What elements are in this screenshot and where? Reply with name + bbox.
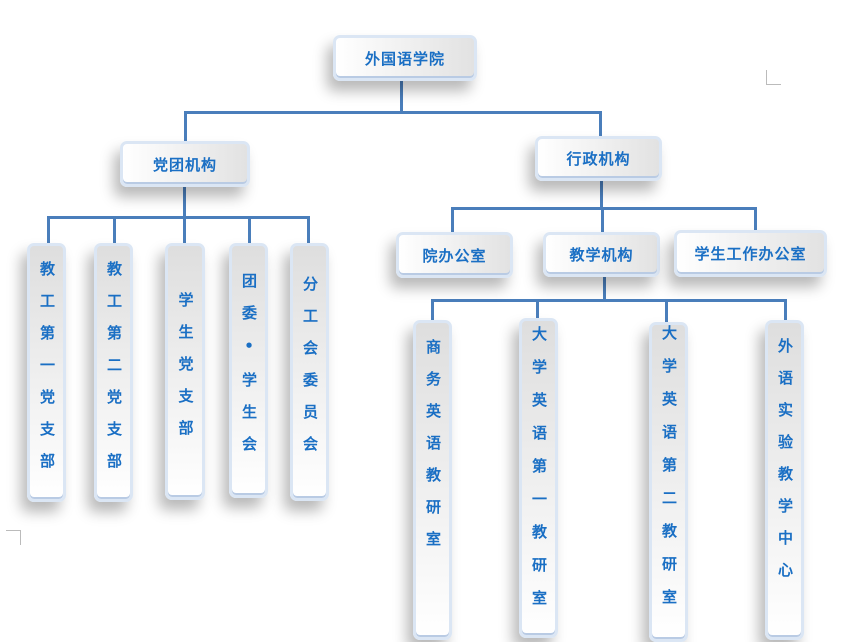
node-label: 行政机构: [566, 150, 631, 168]
connector: [431, 299, 434, 320]
connector: [400, 80, 403, 112]
connector: [184, 111, 187, 141]
connector: [47, 216, 309, 219]
node-label: 教学机构: [569, 246, 634, 264]
connector: [536, 299, 539, 318]
node-party-child: 教工第二党支部: [94, 243, 133, 502]
node-label: 教工第一党支部: [38, 260, 56, 485]
node-party-child: 分工会委员会: [290, 243, 329, 501]
connector: [451, 207, 454, 233]
node-label: 党团机构: [152, 155, 217, 174]
node-admin-org: 行政机构: [535, 136, 662, 181]
node-teaching-child: 大学英语第一教研室: [519, 318, 558, 638]
node-label: 大学英语第一教研室: [530, 325, 548, 623]
node-label: 教工第二党支部: [105, 260, 123, 485]
connector: [601, 207, 604, 233]
node-label: 分工会委员会: [301, 276, 319, 468]
node-admin-child: 教学机构: [543, 232, 660, 277]
node-root: 外国语学院: [333, 35, 477, 81]
connector: [599, 111, 602, 136]
node-party-org: 党团机构: [120, 141, 250, 187]
connector: [665, 299, 668, 322]
node-admin-child: 院办公室: [396, 232, 513, 278]
node-party-child: 教工第一党支部: [27, 243, 66, 502]
connector: [754, 207, 757, 231]
connector: [113, 216, 116, 243]
node-label: 学生工作办公室: [694, 245, 807, 263]
node-label: 学生党支部: [176, 291, 195, 452]
connector: [431, 299, 787, 302]
node-party-child: 团委•学生会: [229, 243, 268, 498]
connector: [603, 277, 606, 301]
node-label: 商务英语教研室: [424, 339, 442, 563]
node-party-child: 学生党支部: [165, 243, 205, 500]
connector: [784, 299, 787, 320]
node-label: 院办公室: [422, 246, 487, 265]
connector: [600, 181, 603, 209]
connector: [183, 187, 186, 217]
node-label: 外语实验教学中心: [776, 338, 794, 594]
connector: [47, 216, 50, 243]
node-label: 外国语学院: [364, 49, 445, 68]
node-teaching-child: 大学英语第二教研室: [649, 322, 688, 642]
node-teaching-child: 外语实验教学中心: [765, 320, 804, 640]
connector: [183, 216, 186, 243]
crop-mark: [6, 530, 21, 545]
node-label: 大学英语第二教研室: [660, 324, 678, 622]
node-teaching-child: 商务英语教研室: [413, 320, 452, 640]
node-admin-child: 学生工作办公室: [674, 230, 827, 277]
connector: [248, 216, 251, 243]
connector: [307, 216, 310, 243]
connector: [184, 111, 602, 114]
crop-mark: [766, 70, 781, 85]
node-label: 团委•学生会: [240, 273, 258, 468]
